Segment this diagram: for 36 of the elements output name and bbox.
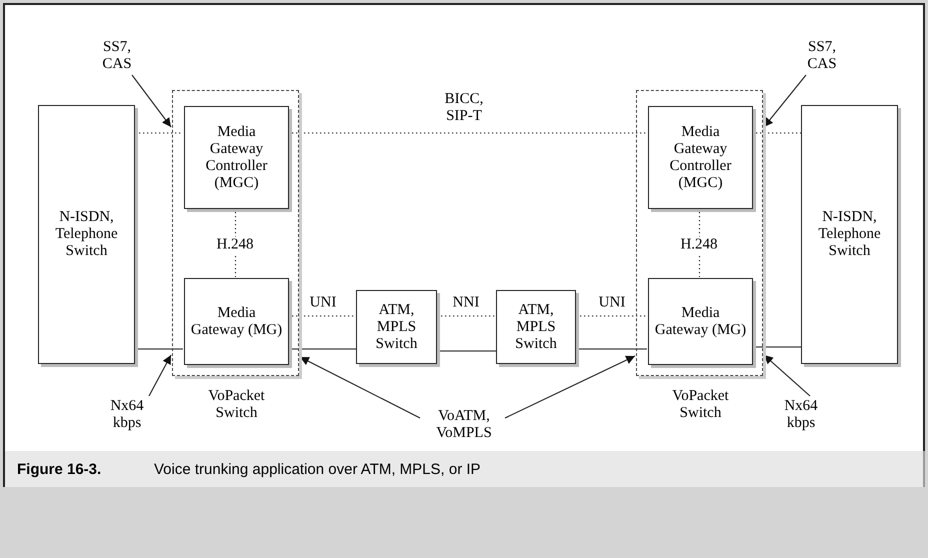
group-caption: VoPacket Switch [207, 388, 266, 422]
edge-label: H.248 [215, 236, 255, 254]
callout-text: SS7, CAS [88, 37, 146, 75]
callout-text: VoATM, VoMPLS [418, 406, 510, 444]
box-label: N-ISDN, Telephone Switch [817, 209, 882, 260]
arrow [504, 356, 636, 418]
connector-line [135, 348, 183, 350]
process-box [184, 278, 289, 365]
box-label: Media Gateway (MG) [654, 304, 748, 338]
process-box [38, 105, 135, 364]
box-label: Media Gateway Controller (MGC) [204, 124, 268, 192]
box-label: Media Gateway Controller (MGC) [668, 124, 732, 192]
process-box [801, 105, 898, 364]
figure-number: Figure 16-3. [17, 461, 102, 478]
box-label: Media Gateway (MG) [190, 304, 284, 338]
box-label: N-ISDN, Telephone Switch [54, 209, 119, 260]
arrow [132, 74, 172, 128]
arrow [300, 356, 420, 418]
connector-line [437, 350, 496, 352]
edge-label: H.248 [679, 236, 719, 254]
process-box [356, 290, 437, 364]
box-label: ATM, MPLS Switch [374, 302, 418, 352]
figure-caption: Voice trunking application over ATM, MPLS, or IP [154, 461, 481, 478]
connector-line [576, 348, 647, 350]
arrow [764, 354, 810, 396]
callout-text: Nx64 kbps [96, 396, 158, 434]
callout-text: Nx64 kbps [770, 396, 832, 434]
box-label: ATM, MPLS Switch [514, 302, 558, 352]
process-box [496, 290, 576, 364]
group-caption: VoPacket Switch [671, 388, 730, 422]
arrow [148, 354, 172, 396]
process-box [648, 278, 753, 365]
arrow [764, 74, 806, 128]
process-box [648, 106, 753, 209]
callout-text: SS7, CAS [793, 37, 851, 75]
process-box [184, 106, 289, 209]
